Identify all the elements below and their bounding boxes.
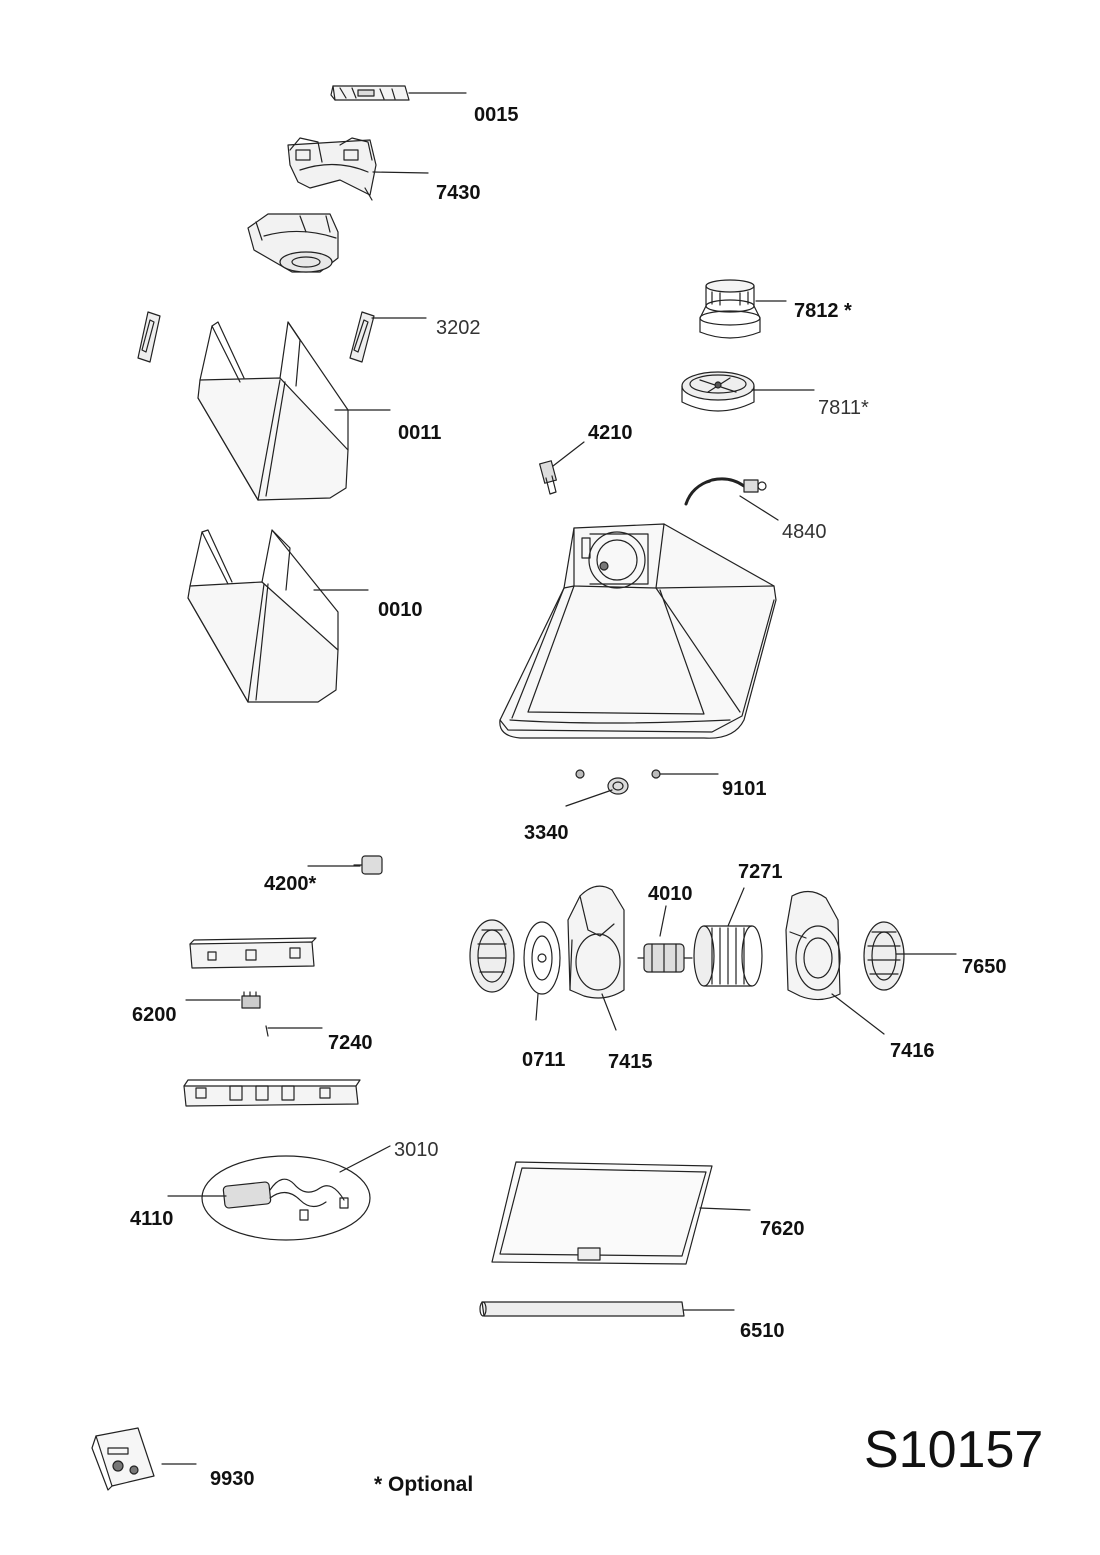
callout-7812: 7812 * bbox=[794, 300, 852, 322]
part-0711-gasket bbox=[523, 921, 561, 995]
callout-7415: 7415 bbox=[608, 1051, 653, 1073]
part-6510-light-bar bbox=[479, 1301, 685, 1317]
part-control-board-upper bbox=[189, 937, 317, 969]
part-4840-cable bbox=[684, 477, 767, 506]
part-6200-connector bbox=[241, 991, 261, 1009]
leader-4210 bbox=[552, 441, 585, 467]
leader-7271 bbox=[727, 887, 745, 927]
leader-4010 bbox=[659, 905, 667, 937]
callout-4110: 4110 bbox=[130, 1208, 174, 1230]
callout-7271: 7271 bbox=[738, 861, 783, 883]
callout-0011: 0011 bbox=[398, 422, 442, 444]
part-9101-knob-right bbox=[651, 769, 661, 779]
part-lower-bracket bbox=[247, 213, 339, 273]
leader-7620 bbox=[699, 1207, 751, 1211]
part-7416-fan-housing-right bbox=[785, 890, 841, 1001]
callout-7811: 7811* bbox=[818, 397, 869, 419]
optional-note: * Optional bbox=[374, 1473, 474, 1496]
callout-3010: 3010 bbox=[394, 1139, 439, 1161]
part-3202-side-bracket-left bbox=[137, 311, 161, 363]
part-hood-body bbox=[499, 523, 777, 739]
part-7811-damper-valve bbox=[681, 371, 755, 412]
part-7620-grease-filter bbox=[491, 1161, 713, 1265]
part-4010-motor bbox=[637, 943, 693, 973]
callout-0015: 0015 bbox=[474, 104, 519, 126]
callout-4200: 4200* bbox=[264, 873, 317, 895]
leader-7415 bbox=[601, 993, 617, 1031]
callout-0010: 0010 bbox=[378, 599, 423, 621]
part-7650-fan-grille-right bbox=[863, 921, 905, 991]
part-4210-switch bbox=[539, 460, 557, 495]
part-7240-pin bbox=[265, 1025, 269, 1037]
callout-7650: 7650 bbox=[962, 956, 1007, 978]
part-7415-fan-housing-left bbox=[567, 885, 625, 999]
part-4200-capacitor bbox=[353, 855, 383, 875]
callout-7416: 7416 bbox=[890, 1040, 935, 1062]
leader-3340 bbox=[565, 789, 613, 807]
callout-9930: 9930 bbox=[210, 1468, 255, 1490]
part-0010-lower-chimney bbox=[187, 529, 339, 703]
callout-3340: 3340 bbox=[524, 822, 569, 844]
callout-9101: 9101 bbox=[722, 778, 767, 800]
callout-3202: 3202 bbox=[436, 317, 481, 339]
part-9101-knob-left bbox=[575, 769, 585, 779]
part-3340-knob bbox=[607, 777, 629, 795]
leader-3010 bbox=[339, 1145, 391, 1173]
callout-6200: 6200 bbox=[132, 1004, 177, 1026]
part-7271-impeller bbox=[693, 925, 763, 987]
callout-0711: 0711 bbox=[522, 1049, 566, 1071]
part-control-board-lower bbox=[183, 1079, 361, 1107]
callout-4010: 4010 bbox=[648, 883, 693, 905]
part-3202-side-bracket-right bbox=[349, 311, 375, 363]
leader-7430 bbox=[372, 171, 429, 174]
callout-6510: 6510 bbox=[740, 1320, 785, 1342]
callout-4840: 4840 bbox=[782, 521, 827, 543]
leader-0711 bbox=[535, 993, 539, 1021]
part-fan-grille-left bbox=[469, 919, 515, 993]
callout-4210: 4210 bbox=[588, 422, 633, 444]
part-9930-fittings-bag bbox=[91, 1427, 155, 1491]
leader-4840 bbox=[739, 495, 779, 521]
part-7812-duct-adapter bbox=[699, 279, 761, 339]
part-7430-upper-bracket bbox=[287, 137, 377, 201]
callout-7620: 7620 bbox=[760, 1218, 805, 1240]
callout-7430: 7430 bbox=[436, 182, 481, 204]
callout-7240: 7240 bbox=[328, 1032, 373, 1054]
part-0011-upper-chimney bbox=[197, 321, 349, 501]
part-0015-top-bracket bbox=[330, 85, 410, 101]
diagram-code: S10157 bbox=[864, 1421, 1044, 1479]
part-3010-wiring-harness bbox=[201, 1155, 371, 1241]
leader-7416 bbox=[831, 993, 885, 1035]
